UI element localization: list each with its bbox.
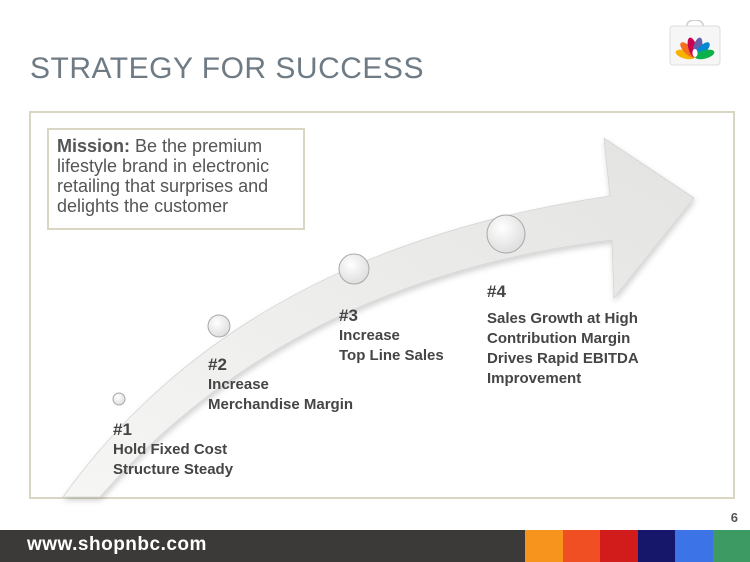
step-1: #1 Hold Fixed Cost Structure Steady [113, 420, 313, 480]
step-3: #3 Increase Top Line Sales [339, 306, 489, 366]
footer-bar: www.shopnbc.com [0, 530, 750, 562]
page-number: 6 [730, 510, 738, 525]
content-frame [29, 111, 735, 499]
step-4-number: #4 [487, 282, 506, 301]
milestone-dot-4 [486, 214, 526, 254]
footer-swatch [675, 530, 713, 562]
footer-swatch [562, 530, 601, 562]
step-1-number: #1 [113, 420, 132, 439]
mission-text: Be the premium lifestyle brand in electr… [57, 136, 270, 216]
step-3-number: #3 [339, 306, 358, 325]
step-4: #4 Sales Growth at High Contribution Mar… [487, 282, 687, 389]
step-2: #2 Increase Merchandise Margin [208, 355, 408, 415]
footer-swatch [525, 530, 563, 562]
step-2-number: #2 [208, 355, 227, 374]
footer-swatch [600, 530, 638, 562]
footer-url-link[interactable]: www.shopnbc.com [27, 534, 207, 555]
footer-swatch [712, 530, 750, 562]
arrow-body [62, 137, 695, 498]
mission-label: Mission: [57, 136, 131, 156]
step-1-text: Hold Fixed Cost Structure Steady [113, 441, 234, 478]
milestone-dot-3 [338, 253, 370, 285]
peacock-feather [694, 49, 715, 60]
mission-statement: Mission: Be the premium lifestyle brand … [47, 128, 305, 230]
milestone-dot-2 [207, 314, 231, 338]
step-4-text: Sales Growth at High Contribution Margin… [487, 310, 639, 387]
step-2-text: Increase Merchandise Margin [208, 376, 354, 413]
step-3-text: Increase Top Line Sales [339, 327, 444, 364]
growth-arrow [62, 137, 695, 498]
peacock-body [692, 49, 698, 57]
footer-swatch [637, 530, 676, 562]
slide-title: STRATEGY FOR SUCCESS [30, 52, 424, 85]
nbc-peacock-icon [669, 20, 721, 66]
milestone-dot-1 [112, 392, 126, 406]
